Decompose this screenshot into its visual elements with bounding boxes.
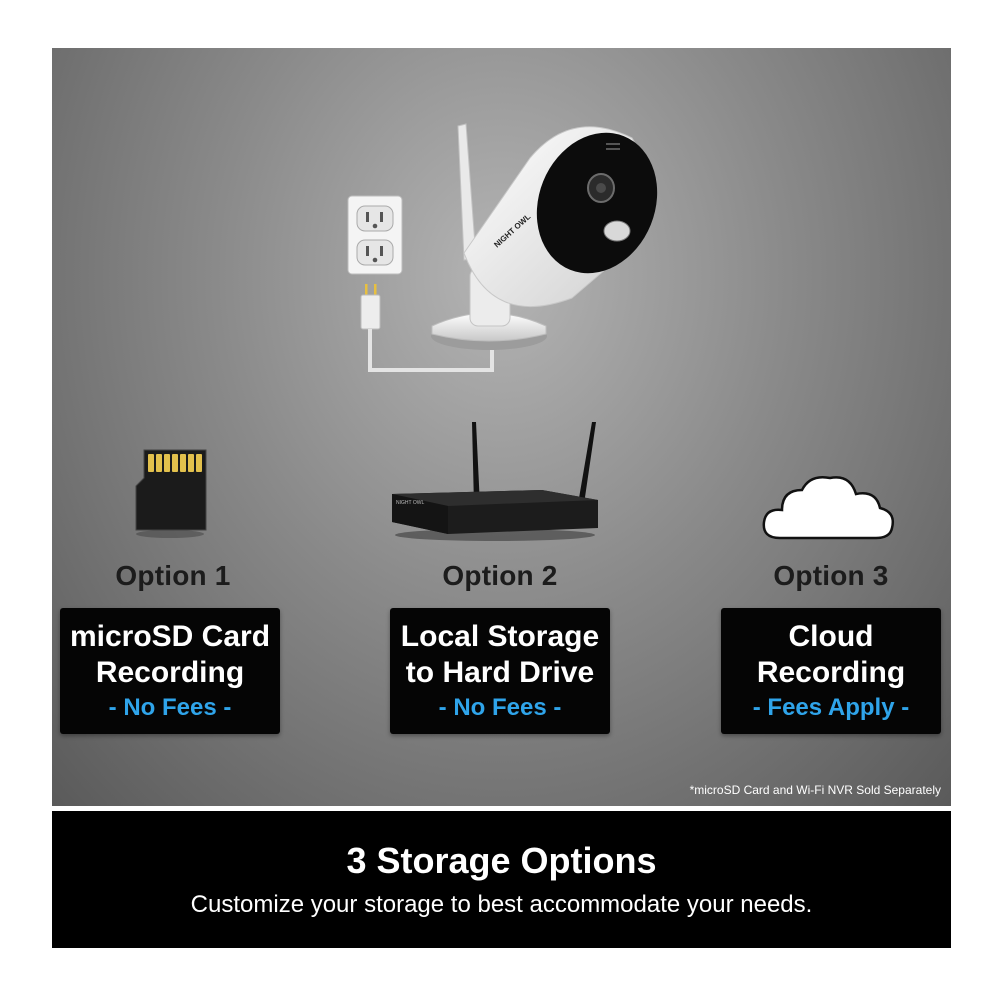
option-1-title: microSD Card Recording	[70, 619, 270, 691]
banner-title: 3 Storage Options	[346, 839, 657, 881]
option-2-label: Option 2	[442, 560, 558, 591]
option-2-title-line-1: Local Storage	[400, 620, 600, 653]
banner-subtitle: Customize your storage to best accommoda…	[190, 890, 813, 918]
cloud-icon	[762, 476, 894, 540]
option-1-title-line-1: microSD Card	[69, 620, 271, 653]
microsd-card-icon	[135, 449, 207, 538]
option-2-title-line-2: to Hard Drive	[405, 656, 595, 689]
option-1-title-line-2: Recording	[95, 656, 245, 689]
power-cable	[360, 284, 494, 372]
option-3-title: Cloud Recording	[757, 619, 905, 691]
bottom-banner: 3 Storage Options Customize your storage…	[52, 811, 951, 948]
option-3-title-line-2: Recording	[756, 656, 906, 689]
nvr-recorder-icon: NIGHT OWL	[392, 422, 598, 541]
footnote: *microSD Card and Wi-Fi NVR Sold Separat…	[689, 783, 941, 797]
hero-illustration: NIGHT OWL	[347, 123, 658, 372]
option-2-title: Local Storage to Hard Drive	[401, 619, 599, 691]
option-1-fees: - No Fees -	[108, 694, 232, 721]
storage-options-panel: NIGHT OWL NIGHT OWL Option 1 Option 2 Op…	[52, 48, 951, 806]
option-1-label: Option 1	[115, 560, 231, 591]
wall-outlet-icon	[347, 195, 403, 275]
option-3-card: Cloud Recording - Fees Apply -	[721, 608, 941, 734]
option-3-label: Option 3	[773, 560, 889, 591]
option-3-title-line-1: Cloud	[788, 620, 874, 653]
option-2-card: Local Storage to Hard Drive - No Fees -	[390, 608, 610, 734]
security-camera-icon: NIGHT OWL	[431, 123, 658, 350]
option-3-fees: - Fees Apply -	[752, 694, 910, 721]
nvr-brand-logo: NIGHT OWL	[396, 500, 424, 506]
option-1-card: microSD Card Recording - No Fees -	[60, 608, 280, 734]
option-2-fees: - No Fees -	[438, 694, 562, 721]
